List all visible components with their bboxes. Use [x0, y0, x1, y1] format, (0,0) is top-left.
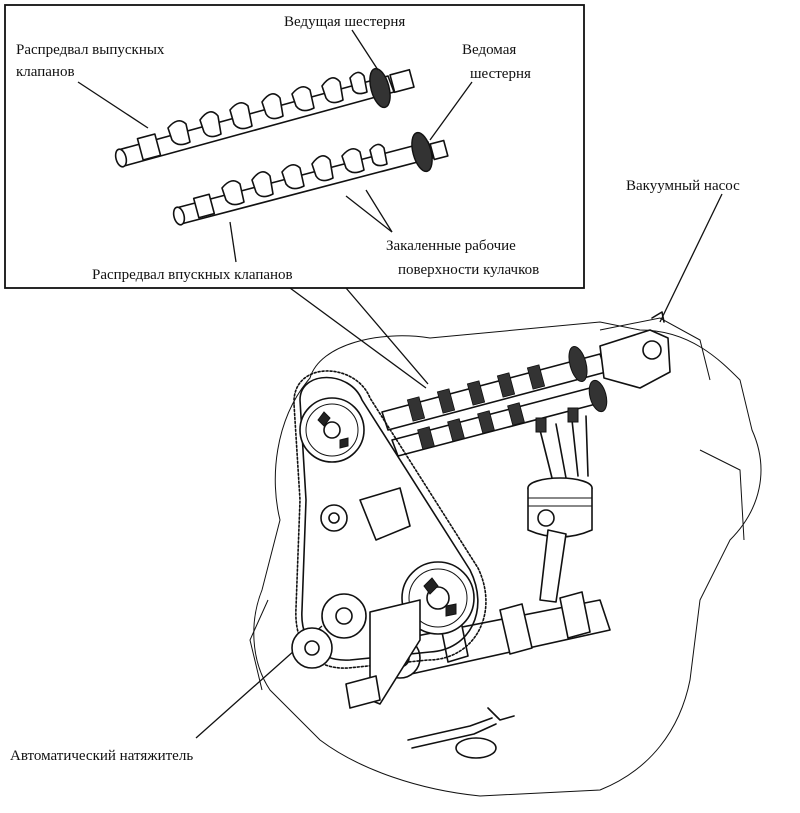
inset-frame	[4, 4, 585, 289]
intake-camshaft-drawing	[172, 131, 449, 226]
piston-drawing	[527, 477, 593, 603]
oil-pickup-drawing	[455, 737, 497, 759]
drive-gear-drawing	[369, 67, 391, 109]
exhaust-camshaft-drawing	[114, 67, 415, 168]
labels: Распредвал выпускных клапанов Ведущая ше…	[10, 14, 740, 764]
driven-gear-drawing	[411, 131, 433, 173]
vacuum-pump-drawing	[599, 329, 671, 389]
label-exhaust-camshaft-line2: клапанов	[16, 64, 75, 80]
label-auto-tensioner: Автоматический натяжитель	[10, 748, 193, 764]
label-intake-camshaft: Распредвал впускных клапанов	[92, 267, 293, 283]
leader-drive-gear	[351, 29, 379, 71]
label-hardened-surfaces-line2: поверхности кулачков	[398, 262, 539, 278]
leader-main-1	[289, 287, 427, 389]
leader-hardened-2	[365, 189, 393, 233]
label-exhaust-camshaft-line1: Распредвал выпускных	[16, 42, 165, 58]
leader-vacuum-pump	[659, 193, 723, 323]
label-drive-gear: Ведущая шестерня	[284, 14, 405, 30]
valves-drawing	[535, 407, 589, 479]
engine-assembly-drawing	[249, 311, 762, 797]
leader-exhaust-camshaft	[77, 81, 149, 129]
leader-driven-gear	[429, 81, 473, 141]
label-driven-gear-line2: шестерня	[470, 66, 531, 82]
label-driven-gear-line1: Ведомая	[462, 42, 516, 58]
leader-hardened-1	[345, 195, 393, 233]
camshaft-sprocket-drawing	[299, 397, 365, 463]
label-vacuum-pump: Вакуумный насос	[626, 178, 740, 194]
label-hardened-surfaces-line1: Закаленные рабочие	[386, 238, 516, 254]
leader-intake-camshaft	[229, 221, 237, 263]
